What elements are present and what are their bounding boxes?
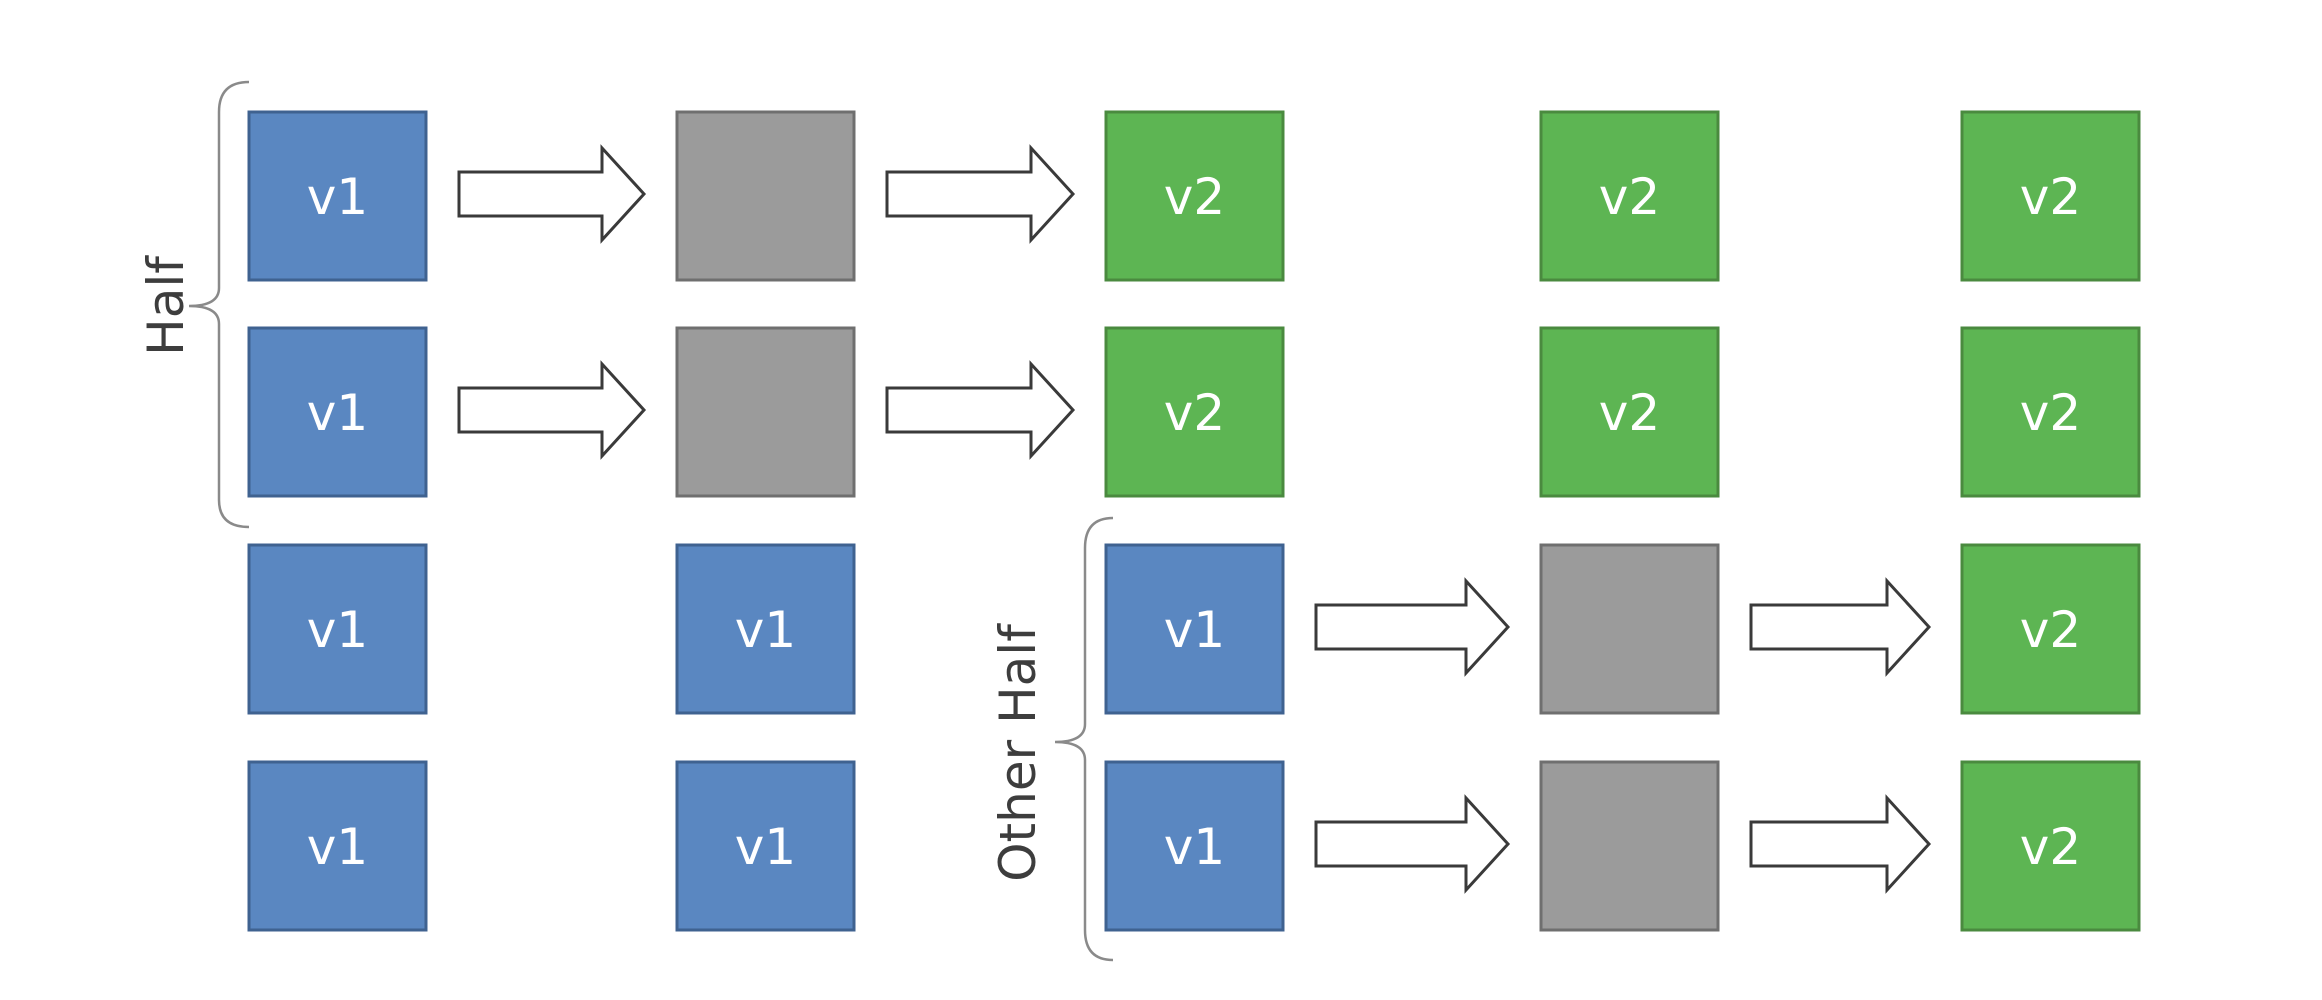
transition-arrow-s1-r2: [457, 360, 647, 460]
pod-cell-s3-r1: v2: [1104, 110, 1285, 282]
transition-arrow-s2-r1: [885, 144, 1076, 244]
pod-version-label: v2: [2020, 818, 2081, 876]
pod-box: [1539, 543, 1720, 715]
transition-arrow-s4-r4: [1749, 794, 1932, 894]
transition-arrow-s3-r3: [1314, 577, 1511, 677]
pod-box: [675, 760, 856, 932]
pod-box: [675, 543, 856, 715]
pod-cell-s1-r3: v1: [247, 543, 428, 715]
pod-box: [1960, 543, 2141, 715]
pod-version-label: v1: [735, 818, 796, 876]
pod-cell-s3-r3: v1: [1104, 543, 1285, 715]
pod-version-label: v2: [1599, 168, 1660, 226]
pod-box: [247, 760, 428, 932]
pod-box: [1539, 760, 1720, 932]
pod-version-label: v1: [307, 818, 368, 876]
pod-cell-s2-r1: [675, 110, 856, 282]
pod-box: [247, 326, 428, 498]
pod-cell-s5-r2: v2: [1960, 326, 2141, 498]
pod-box: [1539, 326, 1720, 498]
pod-box: [1539, 110, 1720, 282]
pod-box: [675, 110, 856, 282]
transition-arrow-s2-r2: [885, 360, 1076, 460]
pod-box: [1104, 326, 1285, 498]
transition-arrow-s3-r4: [1314, 794, 1511, 894]
pod-version-label: v2: [1599, 384, 1660, 442]
pod-version-label: v2: [1164, 168, 1225, 226]
pod-cell-s1-r2: v1: [247, 326, 428, 498]
pod-box: [247, 110, 428, 282]
pod-box: [1104, 543, 1285, 715]
pod-box: [1104, 110, 1285, 282]
pod-cell-s3-r2: v2: [1104, 326, 1285, 498]
pod-version-label: v2: [2020, 601, 2081, 659]
pod-box: [1960, 760, 2141, 932]
pod-cell-s3-r4: v1: [1104, 760, 1285, 932]
pod-box: [1104, 760, 1285, 932]
half-label: Half: [137, 255, 195, 356]
pod-box: [1960, 326, 2141, 498]
pod-cell-s4-r2: v2: [1539, 326, 1720, 498]
pod-cell-s2-r2: [675, 326, 856, 498]
pod-cell-s2-r4: v1: [675, 760, 856, 932]
pod-cell-s5-r3: v2: [1960, 543, 2141, 715]
pod-cell-s4-r3: [1539, 543, 1720, 715]
pod-version-label: v1: [1164, 818, 1225, 876]
pod-cell-s4-r4: [1539, 760, 1720, 932]
pod-version-label: v1: [1164, 601, 1225, 659]
pod-cell-s2-r3: v1: [675, 543, 856, 715]
transition-arrow-s4-r3: [1749, 577, 1932, 677]
pod-box: [247, 543, 428, 715]
transition-arrow-s1-r1: [457, 144, 647, 244]
pod-cell-s1-r4: v1: [247, 760, 428, 932]
other-half-bracket: [1054, 516, 1114, 962]
pod-version-label: v2: [1164, 384, 1225, 442]
pod-cell-s5-r1: v2: [1960, 110, 2141, 282]
pod-version-label: v2: [2020, 168, 2081, 226]
pod-cell-s5-r4: v2: [1960, 760, 2141, 932]
half-bracket: [188, 80, 250, 529]
pod-box: [675, 326, 856, 498]
pod-version-label: v1: [307, 384, 368, 442]
pod-version-label: v2: [2020, 384, 2081, 442]
pod-version-label: v1: [735, 601, 796, 659]
pod-cell-s4-r1: v2: [1539, 110, 1720, 282]
pod-box: [1960, 110, 2141, 282]
pod-version-label: v1: [307, 168, 368, 226]
pod-cell-s1-r1: v1: [247, 110, 428, 282]
pod-version-label: v1: [307, 601, 368, 659]
other-half-label: Other Half: [989, 623, 1047, 882]
